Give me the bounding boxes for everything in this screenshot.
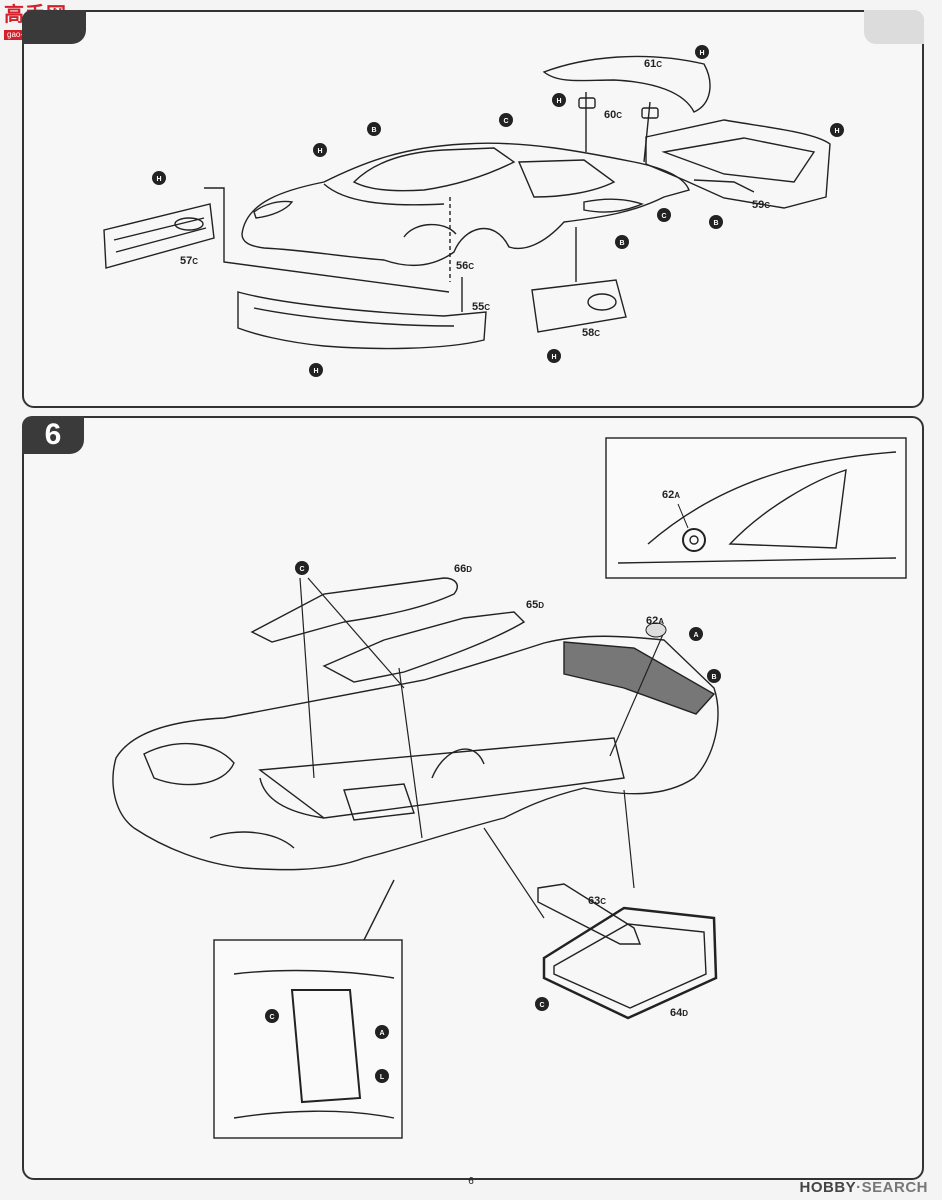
callout-c: C	[535, 997, 549, 1011]
part-63c-shape	[537, 883, 642, 945]
label-60c: 60C	[604, 109, 622, 121]
label-61c: 61C	[644, 58, 662, 70]
svg-text:C: C	[503, 118, 508, 125]
svg-text:B: B	[619, 240, 624, 247]
label-56c: 56C	[456, 260, 474, 272]
front-wheel-arch	[403, 223, 457, 238]
corner-tab	[864, 10, 924, 44]
svg-text:H: H	[556, 98, 561, 105]
windshield	[352, 147, 516, 192]
callout-c: C	[295, 561, 309, 575]
callout-b: B	[707, 669, 721, 683]
page-number: 6	[468, 1176, 474, 1187]
site-mark-main: OBBY	[810, 1179, 857, 1196]
svg-text:C: C	[299, 566, 304, 573]
inset-fuel-cap	[605, 437, 907, 579]
part-58c-shape	[531, 279, 627, 333]
svg-text:H: H	[317, 148, 322, 155]
part-57c-shape	[103, 203, 215, 269]
callout-h: H	[695, 45, 709, 59]
car-body-shell	[241, 142, 690, 267]
step5-diagram: H H B C H H H C B B H H 57C 56C 55C 58C …	[103, 45, 844, 377]
svg-text:H: H	[834, 128, 839, 135]
side-window	[517, 159, 616, 198]
svg-text:B: B	[371, 127, 376, 134]
callout-b: B	[367, 122, 381, 136]
label-66d: 66D	[454, 563, 472, 575]
step6-diagram: 62A	[112, 437, 907, 1139]
callouts-step6: C A B C C A L	[265, 561, 721, 1083]
svg-text:A: A	[379, 1030, 384, 1037]
callout-h: H	[309, 363, 323, 377]
window-panels	[250, 577, 526, 683]
part-59c-shape	[645, 119, 831, 209]
callout-h: H	[552, 93, 566, 107]
label-59c: 59C	[752, 199, 770, 211]
part-62a-cap	[645, 622, 667, 638]
site-mark-prefix: H	[799, 1179, 811, 1196]
step5-tab	[22, 10, 86, 44]
svg-text:H: H	[156, 176, 161, 183]
callout-c: C	[499, 113, 513, 127]
site-mark-sep: ·	[856, 1179, 862, 1196]
part-55c-shape	[237, 291, 487, 350]
label-62a-inset: 62A	[662, 489, 680, 501]
chassis-body	[112, 635, 719, 871]
svg-text:L: L	[380, 1074, 385, 1081]
label-57c: 57C	[180, 255, 198, 267]
step5-panel: H H B C H H H C B B H H 57C 56C 55C 58C …	[22, 10, 924, 408]
part-labels-step5: 57C 56C 55C 58C 59C 60C 61C	[180, 58, 770, 339]
label-62a: 62A	[646, 615, 664, 627]
inset-interior	[213, 879, 403, 1139]
callout-h: H	[547, 349, 561, 363]
headlight	[253, 200, 294, 219]
step6-panel: 6 62A	[22, 416, 924, 1180]
callout-a: A	[689, 627, 703, 641]
side-intake	[583, 198, 644, 213]
part-60c-right	[641, 107, 659, 119]
callout-c: C	[657, 208, 671, 222]
callout-l: L	[375, 1069, 389, 1083]
callouts-step5: H H B C H H H C B B H H	[152, 45, 844, 377]
label-63c: 63C	[588, 895, 606, 907]
floor-parts	[537, 883, 718, 1020]
label-64d: 64D	[670, 1007, 688, 1019]
svg-text:H: H	[313, 368, 318, 375]
hobby-search-mark: HOBBY·SEARCH	[799, 1179, 928, 1196]
svg-text:B: B	[711, 674, 716, 681]
callout-a: A	[375, 1025, 389, 1039]
part-labels-step6: 66D 65D 62A 63C 64D	[454, 563, 688, 1019]
svg-text:A: A	[693, 632, 698, 639]
callout-c: C	[265, 1009, 279, 1023]
part-60c-left	[578, 97, 596, 109]
part-61c-shape	[542, 55, 711, 113]
part-65d-shape	[322, 611, 526, 683]
label-55c: 55C	[472, 301, 490, 313]
part-64d-shape	[542, 906, 718, 1020]
svg-text:B: B	[713, 220, 718, 227]
callout-b: B	[709, 215, 723, 229]
svg-text:C: C	[269, 1014, 274, 1021]
label-58c: 58C	[582, 327, 600, 339]
callout-h: H	[313, 143, 327, 157]
site-mark-suffix: SEARCH	[861, 1179, 928, 1196]
step-number: 6	[44, 418, 62, 451]
label-65d: 65D	[526, 599, 544, 611]
svg-text:C: C	[539, 1002, 544, 1009]
callout-b: B	[615, 235, 629, 249]
callout-h: H	[152, 171, 166, 185]
svg-text:H: H	[551, 354, 556, 361]
part-66d-shape	[250, 577, 458, 643]
callout-h: H	[830, 123, 844, 137]
svg-text:H: H	[699, 50, 704, 57]
step6-tab: 6	[22, 416, 84, 454]
svg-text:C: C	[661, 213, 666, 220]
